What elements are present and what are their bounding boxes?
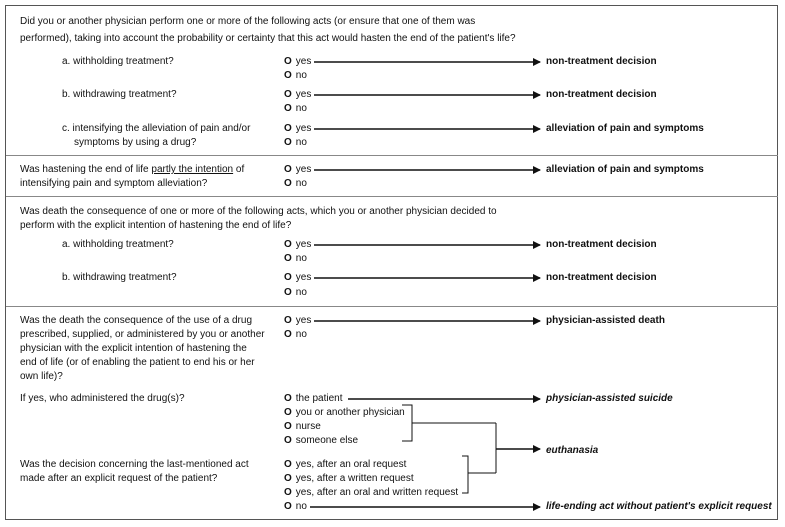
radio-circle-icon: O — [284, 123, 292, 134]
bracket-administrator — [402, 404, 413, 442]
section-divider — [6, 306, 778, 307]
radio-circle-icon: O — [284, 56, 292, 67]
q4-text-line3: physician with the explicit intention of… — [20, 343, 247, 354]
outcome-physician-assisted-suicide: physician-assisted suicide — [546, 393, 673, 404]
radio-circle-icon: O — [284, 164, 292, 175]
bracket-request — [462, 455, 469, 494]
q3a-label: a. withholding treatment? — [62, 239, 174, 250]
q4-text-line4: end of life (or of enabling the patient … — [20, 357, 255, 368]
radio-circle-icon: O — [284, 272, 292, 283]
radio-circle-icon: O — [284, 393, 292, 404]
section-divider — [6, 155, 778, 156]
outcome-non-treatment-4: non-treatment decision — [546, 272, 657, 283]
radio-circle-icon: O — [284, 421, 292, 432]
radio-circle-icon: O — [284, 329, 292, 340]
q2-text-line1: Was hastening the end of life partly the… — [20, 164, 245, 175]
q3b-label: b. withdrawing treatment? — [62, 272, 177, 283]
q6-text-line1: Was the decision concerning the last-men… — [20, 459, 249, 470]
outcome-alleviation-2: alleviation of pain and symptoms — [546, 164, 704, 175]
section-divider — [6, 196, 778, 197]
q1-text-line1: Did you or another physician perform one… — [20, 16, 476, 27]
q4-text-line1: Was the death the consequence of the use… — [20, 315, 253, 326]
radio-circle-icon: O — [284, 459, 292, 470]
radio-circle-icon: O — [284, 70, 292, 81]
radio-circle-icon: O — [284, 315, 292, 326]
radio-circle-icon: O — [284, 239, 292, 250]
radio-circle-icon: O — [284, 178, 292, 189]
radio-circle-icon: O — [284, 287, 292, 298]
q1c-label-line1: c. intensifying the alleviation of pain … — [62, 123, 251, 134]
radio-circle-icon: O — [284, 487, 292, 498]
radio-circle-icon: O — [284, 407, 292, 418]
q6-text-line2: made after an explicit request of the pa… — [20, 473, 218, 484]
outcome-non-treatment-3: non-treatment decision — [546, 239, 657, 250]
q4-text-line5: own life)? — [20, 371, 63, 382]
outcome-alleviation-1: alleviation of pain and symptoms — [546, 123, 704, 134]
q1b-label: b. withdrawing treatment? — [62, 89, 177, 100]
radio-circle-icon: O — [284, 137, 292, 148]
outcome-non-treatment-2: non-treatment decision — [546, 89, 657, 100]
outcome-physician-assisted-death: physician-assisted death — [546, 315, 665, 326]
radio-circle-icon: O — [284, 435, 292, 446]
q5-text: If yes, who administered the drug(s)? — [20, 393, 185, 404]
q1-text-line2: performed), taking into account the prob… — [20, 33, 516, 44]
radio-circle-icon: O — [284, 89, 292, 100]
radio-circle-icon: O — [284, 501, 292, 512]
q1c-label-line2: symptoms by using a drug? — [74, 137, 197, 148]
outcome-euthanasia: euthanasia — [546, 445, 599, 456]
q4-text-line2: prescribed, supplied, or administered by… — [20, 329, 265, 340]
outcome-non-treatment-1: non-treatment decision — [546, 56, 657, 67]
q3-text-line1: Was death the consequence of one or more… — [20, 206, 497, 217]
q3-text-line2: perform with the explicit intention of h… — [20, 220, 292, 231]
q2-text-line2: intensifying pain and symptom alleviatio… — [20, 178, 208, 189]
radio-circle-icon: O — [284, 253, 292, 264]
outcome-life-ending-act: life-ending act without patient's explic… — [546, 501, 772, 512]
q1a-label: a. withholding treatment? — [62, 56, 174, 67]
questionnaire-frame — [5, 5, 778, 520]
radio-circle-icon: O — [284, 103, 292, 114]
radio-circle-icon: O — [284, 473, 292, 484]
